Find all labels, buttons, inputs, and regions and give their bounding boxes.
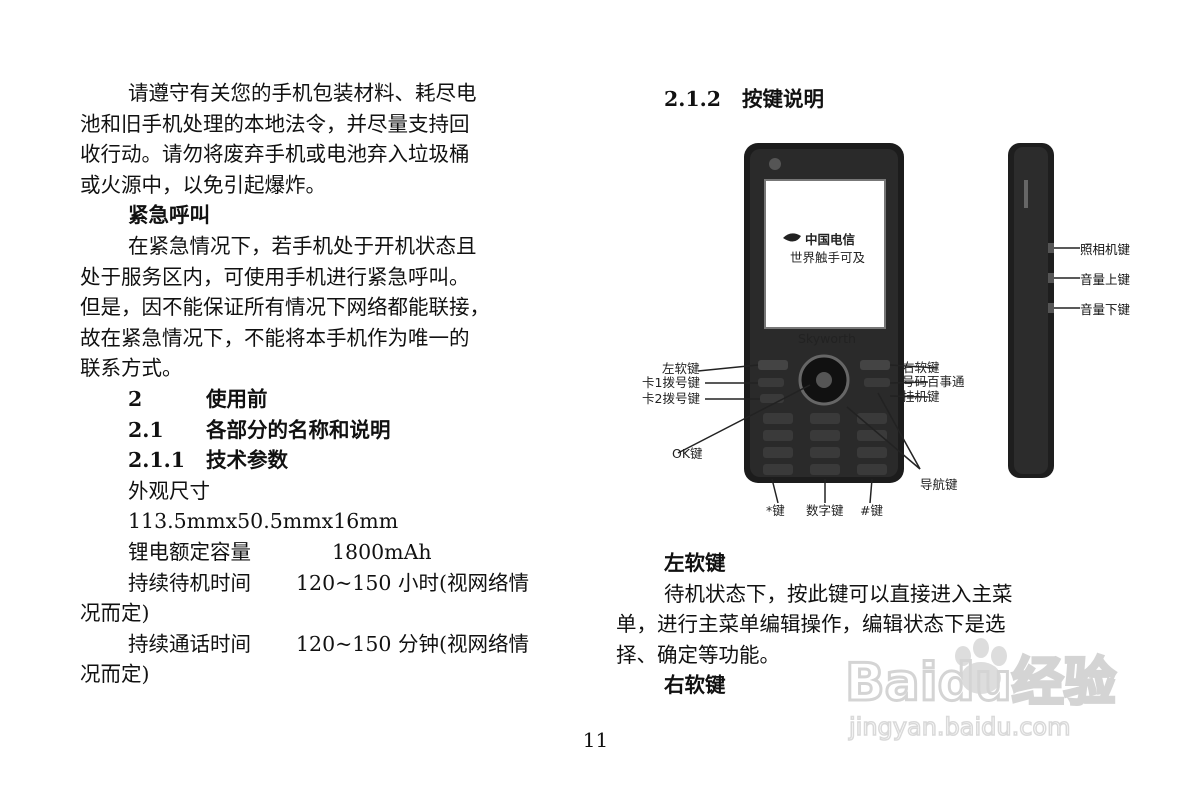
spec-standby-cont: 况而定) bbox=[80, 601, 150, 626]
label-card2-dial: 卡2拨号键 bbox=[642, 391, 700, 406]
paragraph-line: 故在紧急情况下，不能将本手机作为唯一的 bbox=[80, 325, 470, 350]
left-soft-key bbox=[758, 360, 788, 370]
paragraph-line: 但是，因不能保证所有情况下网络都能联接， bbox=[80, 295, 490, 320]
operator-name: 中国电信 bbox=[805, 232, 856, 247]
paragraph-line: 处于服务区内，可使用手机进行紧急呼叫。 bbox=[80, 264, 470, 289]
label-ok: OK键 bbox=[672, 446, 703, 461]
card2-dial-key bbox=[760, 394, 784, 403]
baidu-watermark: Baidu经验 jingyan.baidu.com bbox=[844, 632, 1125, 747]
spec-standby-value: 120~150 小时(视网络情 bbox=[296, 570, 529, 595]
section-number: 2.1.1 bbox=[128, 448, 186, 473]
section-number: 2.1 bbox=[128, 417, 164, 442]
paragraph-line: 收行动。请勿将废弃手机或电池弃入垃圾桶 bbox=[80, 142, 470, 167]
spec-talk: 持续通话时间 120~150 分钟(视网络情 bbox=[80, 629, 542, 660]
label-nav: 导航键 bbox=[920, 477, 958, 492]
spec-appearance-label: 外观尺寸 bbox=[128, 478, 210, 503]
side-view-svg bbox=[1008, 143, 1080, 478]
paragraph-line: 请遵守有关您的手机包装材料、耗尽电 bbox=[128, 81, 477, 105]
paragraph-line: 池和旧手机处理的本地法令，并尽量支持回 bbox=[80, 111, 470, 136]
label-vol-up: 音量上键 bbox=[1080, 272, 1131, 287]
end-key bbox=[864, 378, 890, 387]
operator-slogan: 世界触手可及 bbox=[790, 250, 866, 265]
paragraph-line: 单，进行主菜单编辑操作，编辑状态下是选 bbox=[616, 612, 1006, 637]
paragraph-line: 在紧急情况下，若手机处于开机状态且 bbox=[128, 233, 477, 258]
operator-logo-icon bbox=[769, 158, 781, 170]
paragraph-line: 联系方式。 bbox=[80, 356, 183, 381]
label-camera: 照相机键 bbox=[1080, 242, 1131, 257]
spec-talk-value: 120~150 分钟(视网络情 bbox=[296, 631, 529, 656]
label-vol-down: 音量下键 bbox=[1080, 302, 1131, 317]
spec-talk-cont: 况而定) bbox=[80, 662, 150, 687]
watermark-brand: Baidu经验 bbox=[845, 653, 1116, 713]
right-soft-key-heading: 右软键 bbox=[664, 673, 726, 698]
spec-talk-label: 持续通话时间 bbox=[128, 631, 251, 656]
label-card1-dial: 卡1拨号键 bbox=[642, 375, 700, 390]
spec-standby: 持续待机时间 120~150 小时(视网络情 bbox=[80, 568, 542, 599]
label-left-soft: 左软键 bbox=[662, 361, 700, 376]
paragraph-line: 待机状态下，按此键可以直接进入主菜 bbox=[664, 581, 1013, 606]
section-heading-2-1: 2.1 各部分的名称和说明 bbox=[80, 415, 542, 446]
section-heading-2: 2 使用前 bbox=[80, 384, 542, 415]
brand-logo: Skyworth bbox=[798, 331, 856, 346]
callout-lines bbox=[677, 364, 939, 504]
left-column: 请遵守有关您的手机包装材料、耗尽电 池和旧手机处理的本地法令，并尽量支持回 收行… bbox=[80, 78, 542, 690]
section-number: 2.1.2 bbox=[664, 87, 722, 111]
watermark-svg: Baidu经验 jingyan.baidu.com bbox=[844, 638, 1117, 742]
camera-key bbox=[1048, 243, 1054, 253]
side-port bbox=[1024, 180, 1028, 208]
card1-dial-key bbox=[758, 378, 784, 387]
volume-down-key bbox=[1048, 303, 1054, 313]
paw-icon bbox=[955, 638, 1007, 694]
keypad bbox=[763, 413, 887, 475]
section-title: 各部分的名称和说明 bbox=[206, 417, 391, 442]
section-number: 2 bbox=[128, 386, 143, 411]
section-heading-2-1-2: 2.1.2 按键说明 bbox=[664, 82, 824, 112]
phone-diagram-svg: 中国电信 世界触手可及 Skyworth bbox=[642, 143, 965, 518]
watermark-url: jingyan.baidu.com bbox=[848, 713, 1070, 741]
label-number: 数字键 bbox=[806, 503, 844, 518]
label-end: 挂机键 bbox=[902, 389, 940, 404]
telecom-logo-icon bbox=[783, 233, 801, 242]
spec-standby-label: 持续待机时间 bbox=[128, 570, 251, 595]
ok-key bbox=[816, 372, 832, 388]
emergency-call-heading: 紧急呼叫 bbox=[128, 203, 210, 228]
spec-appearance-value: 113.5mmx50.5mmx16mm bbox=[128, 509, 399, 534]
paragraph-line: 或火源中，以免引起爆炸。 bbox=[80, 172, 326, 197]
section-heading-2-1-1: 2.1.1 技术参数 bbox=[80, 445, 542, 476]
spec-battery-value: 1800mAh bbox=[332, 539, 432, 564]
label-right-soft: 右软键 bbox=[902, 360, 940, 375]
section-title: 技术参数 bbox=[206, 448, 288, 473]
label-star: *键 bbox=[766, 503, 785, 518]
page-number: 11 bbox=[582, 728, 609, 752]
section-title: 按键说明 bbox=[742, 87, 824, 111]
label-number-book: 号码百事通 bbox=[902, 374, 965, 389]
phone-key-diagram: 中国电信 世界触手可及 Skyworth bbox=[620, 135, 1000, 520]
volume-up-key bbox=[1048, 273, 1054, 283]
right-soft-key bbox=[860, 360, 890, 370]
side-view-figure: 照相机键 音量上键 音量下键 bbox=[1000, 135, 1130, 485]
section-title: 使用前 bbox=[206, 386, 268, 411]
spec-battery-label: 锂电额定容量 bbox=[128, 539, 251, 564]
right-column-text: 左软键 待机状态下，按此键可以直接进入主菜 单，进行主菜单编辑操作，编辑状态下是… bbox=[616, 548, 1091, 701]
phone-screen bbox=[764, 179, 886, 329]
paragraph-line: 择、确定等功能。 bbox=[616, 642, 780, 667]
spec-battery: 锂电额定容量 1800mAh bbox=[80, 537, 542, 568]
label-hash: #键 bbox=[860, 503, 883, 518]
left-soft-key-heading: 左软键 bbox=[664, 551, 726, 575]
